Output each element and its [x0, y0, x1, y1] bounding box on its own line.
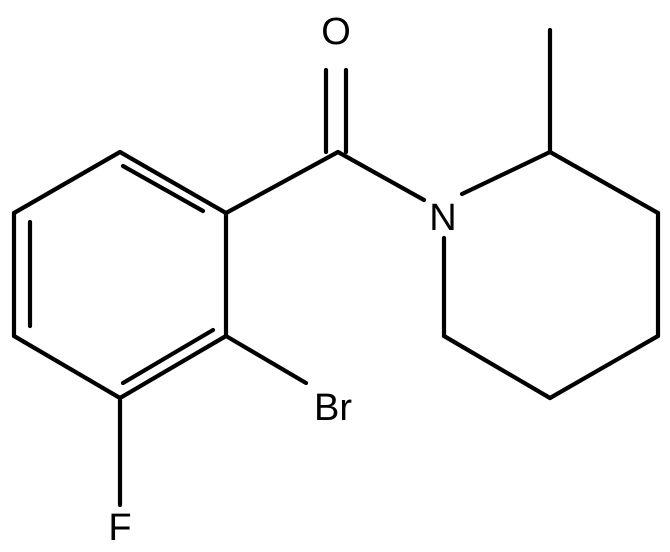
piperidine-ring: [441, 149, 661, 401]
carbonyl-to-ring-bond: [223, 149, 341, 216]
bromine-bond: [223, 333, 309, 386]
carbonyl-double-bond: [323, 67, 349, 155]
fluorine-atom-label: F: [108, 507, 131, 549]
bromine-atom-label: Br: [314, 387, 352, 429]
oxygen-atom-label: O: [321, 11, 351, 53]
nitrogen-atom-label: N: [429, 197, 456, 239]
carbonyl-to-nitrogen-bond: [335, 149, 427, 203]
benzene-ring: [11, 149, 229, 401]
